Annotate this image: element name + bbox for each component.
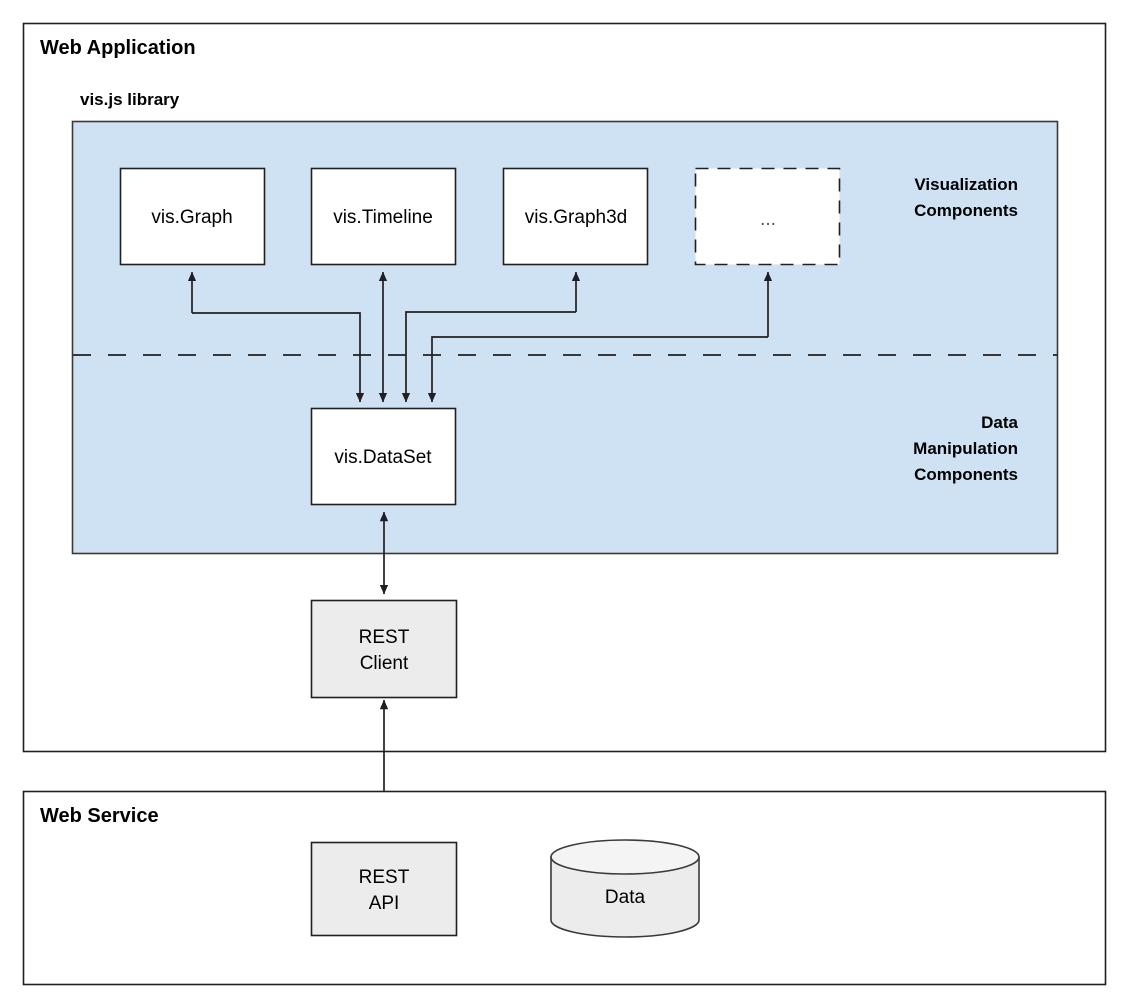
connector-visgraph3d-to-dataset <box>401 311 576 403</box>
node-rest-api-label-line1: REST <box>359 867 410 888</box>
node-data-store[interactable]: Data <box>550 839 700 938</box>
node-vis-graph[interactable]: vis.Graph <box>119 167 266 266</box>
web-service-title: Web Service <box>40 805 159 827</box>
node-vis-timeline-label: vis.Timeline <box>333 207 433 228</box>
node-rest-client-label-line2: Client <box>360 653 409 674</box>
vis-js-library-title: vis.js library <box>80 90 180 109</box>
node-data-store-label: Data <box>605 887 646 908</box>
node-rest-api-label-line2: API <box>369 893 400 914</box>
node-vis-graph3d-label: vis.Graph3d <box>525 207 627 228</box>
visualization-components-label-line1: Visualization <box>914 175 1018 194</box>
node-more-components[interactable]: ... <box>694 167 841 266</box>
data-manipulation-label-line3: Components <box>914 465 1018 484</box>
node-vis-graph3d[interactable]: vis.Graph3d <box>502 167 649 266</box>
node-rest-api[interactable]: REST API <box>310 841 458 937</box>
visualization-components-label-line2: Components <box>914 201 1018 220</box>
node-vis-dataset[interactable]: vis.DataSet <box>310 407 457 506</box>
node-vis-dataset-label: vis.DataSet <box>334 447 432 468</box>
connector-visgraph-to-dataset <box>192 312 365 403</box>
data-manipulation-label-line2: Manipulation <box>913 439 1018 458</box>
node-more-components-label: ... <box>760 209 776 230</box>
connector-more-components-to-dataset <box>427 336 768 403</box>
web-application-title: Web Application <box>40 37 196 59</box>
node-rest-client[interactable]: REST Client <box>310 599 458 699</box>
node-rest-client-label-line1: REST <box>359 627 410 648</box>
data-manipulation-label-line1: Data <box>981 413 1018 432</box>
node-vis-timeline[interactable]: vis.Timeline <box>310 167 457 266</box>
node-vis-graph-label: vis.Graph <box>151 207 232 228</box>
